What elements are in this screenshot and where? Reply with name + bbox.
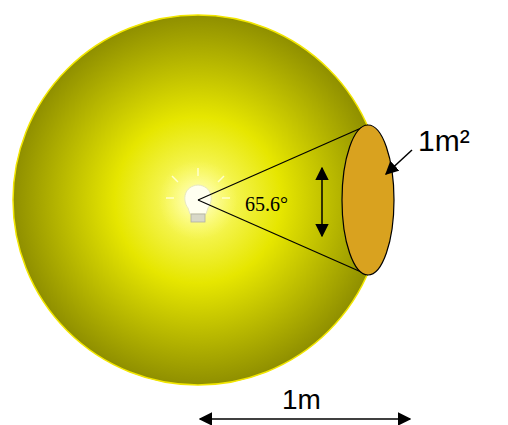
sphere <box>13 15 383 385</box>
dimension-label: 1m <box>282 386 321 414</box>
angle-label: 65.6° <box>245 194 288 214</box>
area-patch <box>342 125 394 275</box>
leader-arrow <box>386 150 412 174</box>
area-label: 1m² <box>418 126 470 156</box>
dimension-arrow <box>200 418 410 420</box>
angle-arrow <box>321 168 323 236</box>
bulb-base <box>191 214 205 222</box>
